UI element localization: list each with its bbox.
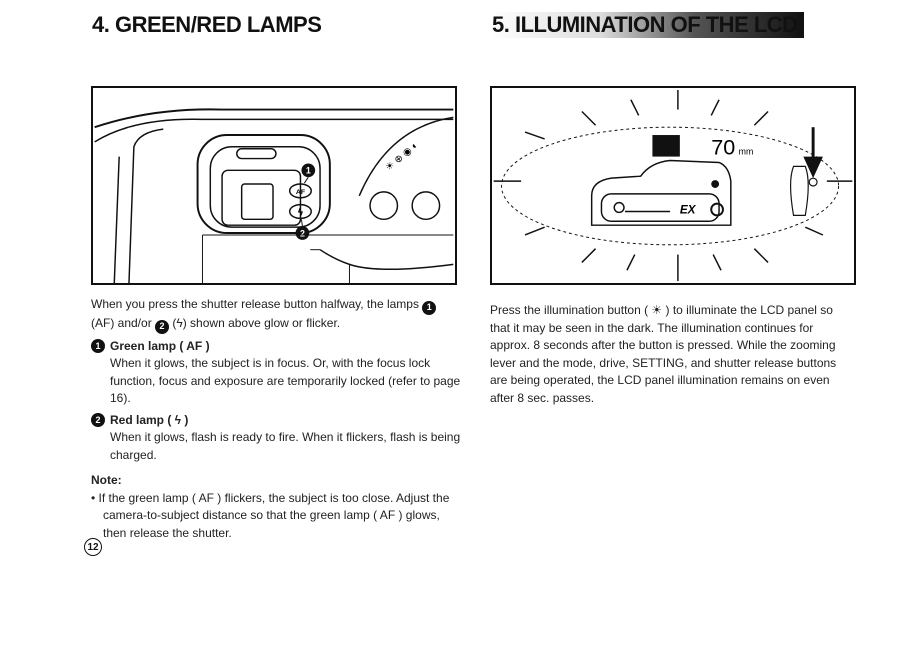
intro-text-b: (AF) and/or: [91, 315, 152, 330]
red-lamp-heading: 2 Red lamp ( ϟ ): [91, 412, 461, 430]
green-lamp-heading: 1 Green lamp ( AF ): [91, 338, 461, 356]
item-badge-1: 1: [91, 339, 105, 354]
camera-back-drawing: AF ϟ 1 2 ☀ ⊕ ◉ ◐: [94, 108, 454, 283]
left-column-text: When you press the shutter release butto…: [91, 296, 461, 542]
red-lamp-title: Red lamp ( ϟ ): [110, 412, 189, 427]
camera-back-illustration: AF ϟ 1 2 ☀ ⊕ ◉ ◐: [91, 86, 457, 285]
section-heading-lcd-illumination: 5. ILLUMINATION OF THE LCD: [490, 12, 804, 38]
flash-lamp-label: ϟ: [298, 207, 304, 218]
item-badge-2: 2: [91, 413, 105, 428]
note-text: • If the green lamp ( AF ) flickers, the…: [91, 490, 450, 540]
callout-2: 2: [300, 228, 305, 238]
green-lamp-title: Green lamp ( AF ): [110, 338, 210, 353]
red-lamp-description: When it glows, flash is ready to fire. W…: [110, 430, 461, 462]
svg-text:☀ ⊕ ◉ ◐: ☀ ⊕ ◉ ◐: [384, 140, 421, 174]
green-lamp-description: When it glows, the subject is in focus. …: [110, 356, 461, 405]
intro-text-c: (ϟ) shown above glow or flicker.: [172, 315, 341, 330]
callout-1: 1: [306, 166, 311, 176]
lcd-focal-readout: 70: [711, 135, 735, 160]
af-lamp-label: AF: [296, 189, 305, 196]
inline-badge-2: 2: [155, 319, 170, 334]
camera-top-drawing: 70 mm EX: [493, 89, 853, 282]
intro-paragraph: When you press the shutter release butto…: [91, 296, 461, 334]
note-heading: Note:: [91, 473, 122, 487]
section-heading-green-red-lamps: 4. GREEN/RED LAMPS: [92, 12, 322, 37]
lcd-illumination-paragraph: Press the illumination button ( ☀ ) to i…: [490, 303, 837, 405]
lcd-ex-readout: EX: [680, 203, 697, 216]
lcd-unit: mm: [739, 147, 754, 157]
lcd-illumination-illustration: 70 mm EX: [490, 86, 856, 285]
inline-badge-1: 1: [422, 300, 437, 315]
page-number: 12: [84, 538, 102, 556]
intro-text-a: When you press the shutter release butto…: [91, 297, 419, 311]
